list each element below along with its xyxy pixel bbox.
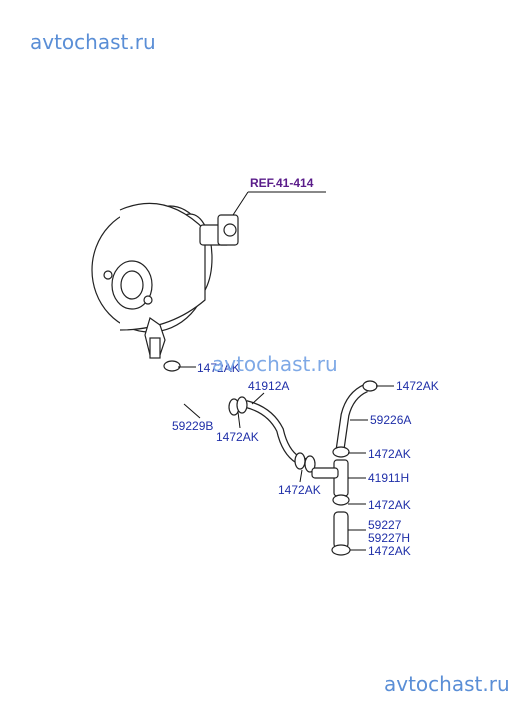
label-hose-59229b[interactable]: 59229B (172, 419, 213, 433)
watermark-top: avtochast.ru (30, 30, 156, 54)
label-clamp-f[interactable]: 1472AK (368, 498, 411, 512)
ref-label[interactable]: REF.41-414 (250, 176, 314, 190)
label-clamp-e[interactable]: 1472AK (368, 447, 411, 461)
watermark-bottom: avtochast.ru (384, 672, 510, 696)
label-clamp-g[interactable]: 1472AK (368, 544, 411, 558)
label-clamp-c[interactable]: 1472AK (278, 483, 321, 497)
watermark-middle: avtochast.ru (212, 352, 338, 376)
label-hose-59227[interactable]: 59227 (368, 518, 402, 532)
label-clamp-b[interactable]: 1472AK (216, 430, 259, 444)
label-joint-41911h[interactable]: 41911H (368, 471, 409, 485)
label-hose-59226a[interactable]: 59226A (370, 413, 411, 427)
brake-booster (91, 202, 239, 359)
label-clamp-a[interactable]: 1472AK (197, 361, 240, 375)
label-clamp-d[interactable]: 1472AK (396, 379, 439, 393)
label-hose-59227h[interactable]: 59227H (368, 531, 410, 545)
label-hose-41912a[interactable]: 41912A (248, 379, 289, 393)
